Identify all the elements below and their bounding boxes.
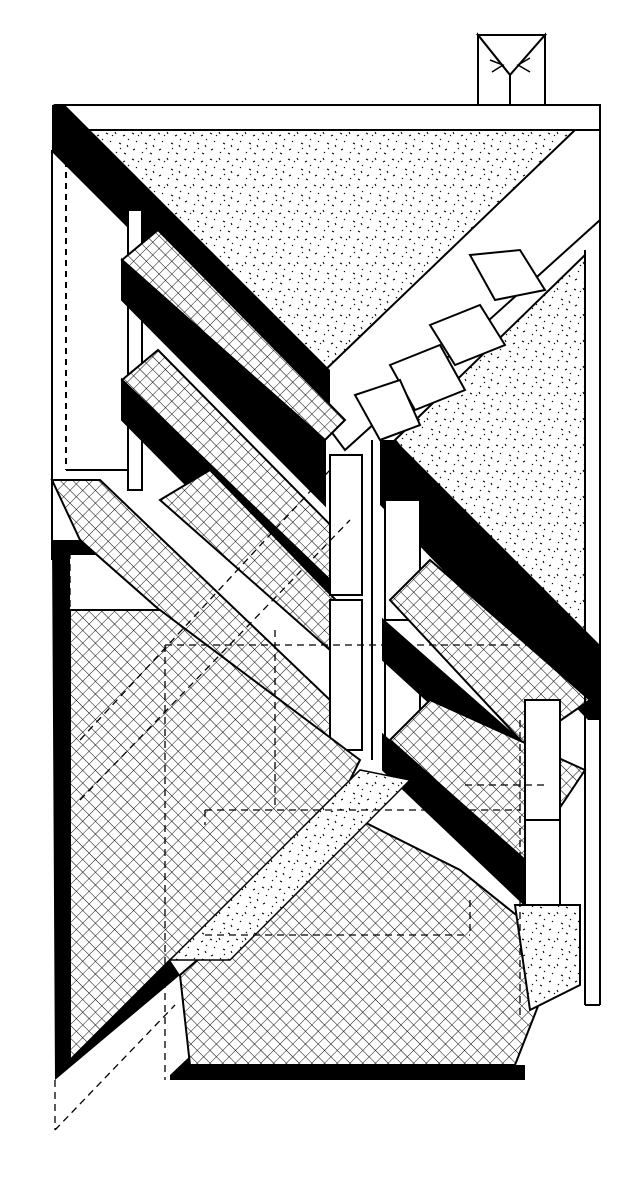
lower-roof-black-edge bbox=[380, 440, 600, 720]
hidden-line-4 bbox=[54, 1004, 176, 1131]
skylight-pane-4 bbox=[353, 378, 422, 442]
upper-floor-slabs bbox=[120, 228, 362, 652]
hidden-line-11 bbox=[79, 519, 351, 801]
skylight-row bbox=[353, 248, 547, 442]
chimney-flue-mark bbox=[489, 59, 505, 73]
right-slab-1 bbox=[388, 558, 592, 747]
right-pier-1 bbox=[524, 699, 561, 841]
ground-floor bbox=[50, 479, 581, 1066]
roof-parapet-edge bbox=[53, 104, 601, 131]
skylight-pane-1 bbox=[468, 248, 547, 302]
ground-floor-terrace-stipple bbox=[513, 904, 581, 1012]
right-frame bbox=[584, 130, 601, 1006]
left-wall-black bbox=[52, 540, 180, 1080]
core-tower-2 bbox=[329, 599, 363, 751]
hidden-line-10 bbox=[79, 469, 331, 741]
ground-floor-diagonal-walk bbox=[168, 769, 412, 961]
hidden-lines bbox=[54, 469, 590, 1131]
base-black-edge bbox=[170, 985, 525, 1080]
skylight-pane-2 bbox=[428, 303, 507, 367]
core-tower-1 bbox=[329, 454, 363, 596]
right-floor-slabs bbox=[382, 558, 592, 941]
chimney-flue-mark-2 bbox=[516, 57, 531, 73]
slab-1-edge bbox=[121, 257, 326, 508]
